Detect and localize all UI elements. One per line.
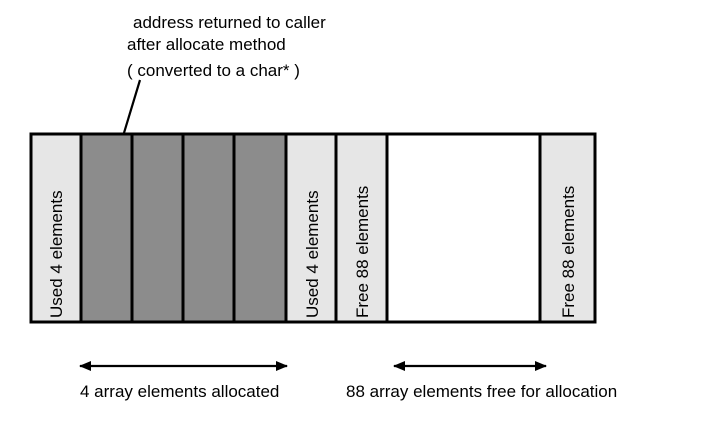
callout: address returned to caller after allocat… bbox=[127, 13, 326, 80]
free-caption: 88 array elements free for allocation bbox=[346, 382, 617, 401]
callout-line-3: ( converted to a char* ) bbox=[127, 61, 300, 80]
free-region bbox=[385, 132, 542, 324]
allocated-cell-2 bbox=[130, 132, 185, 324]
header-cell-free-right bbox=[538, 132, 597, 324]
allocated-caption: 4 array elements allocated bbox=[80, 382, 279, 401]
free-left-label: Free 88 elements bbox=[353, 186, 372, 318]
callout-line-2: after allocate method bbox=[127, 35, 286, 54]
memory-strip: Used 4 elements Used 4 elements Free 88 … bbox=[29, 132, 597, 324]
free-right-label: Free 88 elements bbox=[559, 186, 578, 318]
callout-line-1: address returned to caller bbox=[133, 13, 326, 32]
header-cell-used-right bbox=[284, 132, 338, 324]
allocated-cell-1 bbox=[79, 132, 134, 324]
allocated-cell-4 bbox=[232, 132, 288, 324]
used-right-label: Used 4 elements bbox=[303, 190, 322, 318]
header-cell-free-left bbox=[334, 132, 389, 324]
used-left-label: Used 4 elements bbox=[47, 190, 66, 318]
allocated-cell-3 bbox=[181, 132, 236, 324]
